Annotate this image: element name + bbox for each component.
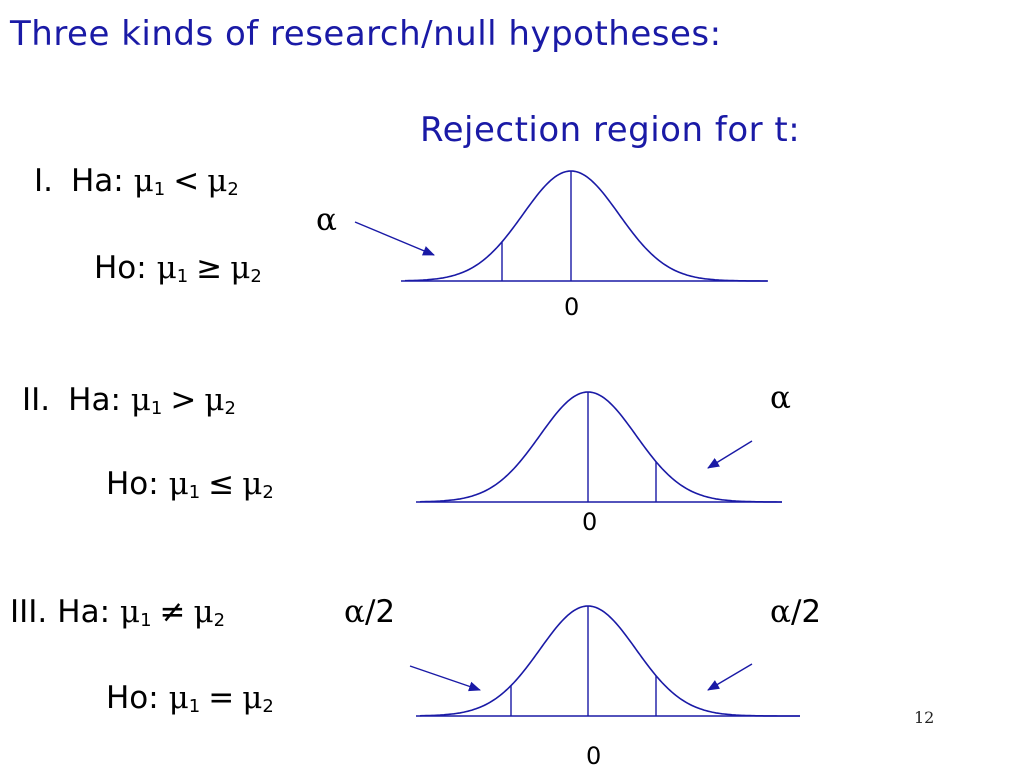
case-2-zero-label: 0 (582, 508, 598, 536)
case-2-ho: Ho: μ1≤μ2 (106, 466, 274, 503)
operator: ≥ (196, 250, 223, 286)
operator: ≤ (208, 466, 235, 502)
alpha-symbol: α (770, 594, 791, 630)
slide-title: Three kinds of research/null hypotheses: (10, 14, 722, 54)
case-1-ho: Ho: μ1≥μ2 (94, 250, 262, 287)
case-3-ho: Ho: μ1=μ2 (106, 680, 274, 717)
case-2-arrow-1 (707, 440, 753, 469)
case-2-ha-prefix: Ha: (68, 382, 121, 418)
mu-symbol: μ (156, 250, 177, 286)
mu-symbol: μ (204, 382, 225, 418)
case-3-alpha-right-label: α/2 (770, 594, 821, 630)
case-3-numeral: III. (10, 594, 48, 630)
subscript: 1 (153, 179, 166, 200)
case-2-bell-curve (419, 391, 782, 503)
case-3-ho-prefix: Ho: (106, 680, 159, 716)
slide-number: 12 (914, 708, 935, 727)
operator: < (173, 163, 200, 199)
case-1-alpha-label: α (316, 202, 337, 238)
case-2-numeral: II. (22, 382, 51, 418)
mu-symbol: μ (168, 680, 189, 716)
subscript: 2 (262, 482, 274, 503)
operator: = (208, 680, 235, 716)
subscript: 1 (150, 398, 163, 419)
case-2-ha: II.Ha: μ1>μ2 (22, 382, 236, 419)
mu-symbol: μ (242, 466, 263, 502)
case-2-ho-prefix: Ho: (106, 466, 159, 502)
subscript: 1 (188, 696, 201, 717)
subscript: 2 (227, 179, 239, 200)
subscript: 1 (188, 482, 201, 503)
mu-symbol: μ (207, 163, 228, 199)
operator: ≠ (159, 594, 186, 630)
alpha-symbol: α (344, 594, 365, 630)
mu-symbol: μ (133, 163, 154, 199)
subscript: 2 (262, 696, 274, 717)
mu-symbol: μ (242, 680, 263, 716)
mu-symbol: μ (168, 466, 189, 502)
subscript: 2 (224, 398, 236, 419)
case-1-numeral: I. (34, 163, 53, 199)
case-1-ho-prefix: Ho: (94, 250, 147, 286)
case-1-ha-prefix: Ha: (71, 163, 124, 199)
mu-symbol: μ (193, 594, 214, 630)
case-3-ha-prefix: Ha: (57, 594, 111, 630)
case-3-bell-curve (419, 605, 800, 717)
mu-symbol: μ (119, 594, 141, 630)
case-1-arrow-1 (354, 221, 435, 256)
subscript: 1 (176, 266, 189, 287)
subscript: 2 (213, 610, 226, 631)
case-1-bell-curve (405, 170, 767, 282)
case-3-ha: III.Ha: μ1≠μ2 (10, 594, 225, 631)
case-3-zero-label: 0 (586, 742, 602, 770)
alpha-fraction: /2 (790, 594, 822, 630)
alpha-fraction: /2 (364, 594, 396, 630)
subscript: 1 (140, 610, 152, 631)
case-1-zero-label: 0 (564, 293, 580, 321)
mu-symbol: μ (130, 382, 151, 418)
case-3-alpha-left-label: α/2 (344, 594, 395, 630)
operator: > (170, 382, 197, 418)
rejection-region-heading: Rejection region for t: (420, 110, 801, 150)
mu-symbol: μ (230, 250, 251, 286)
case-3-arrow-2 (707, 663, 753, 691)
case-1-ha: I.Ha: μ1<μ2 (34, 163, 239, 200)
subscript: 2 (250, 266, 262, 287)
case-2-alpha-label: α (770, 380, 791, 416)
case-3-arrow-1 (409, 665, 481, 692)
